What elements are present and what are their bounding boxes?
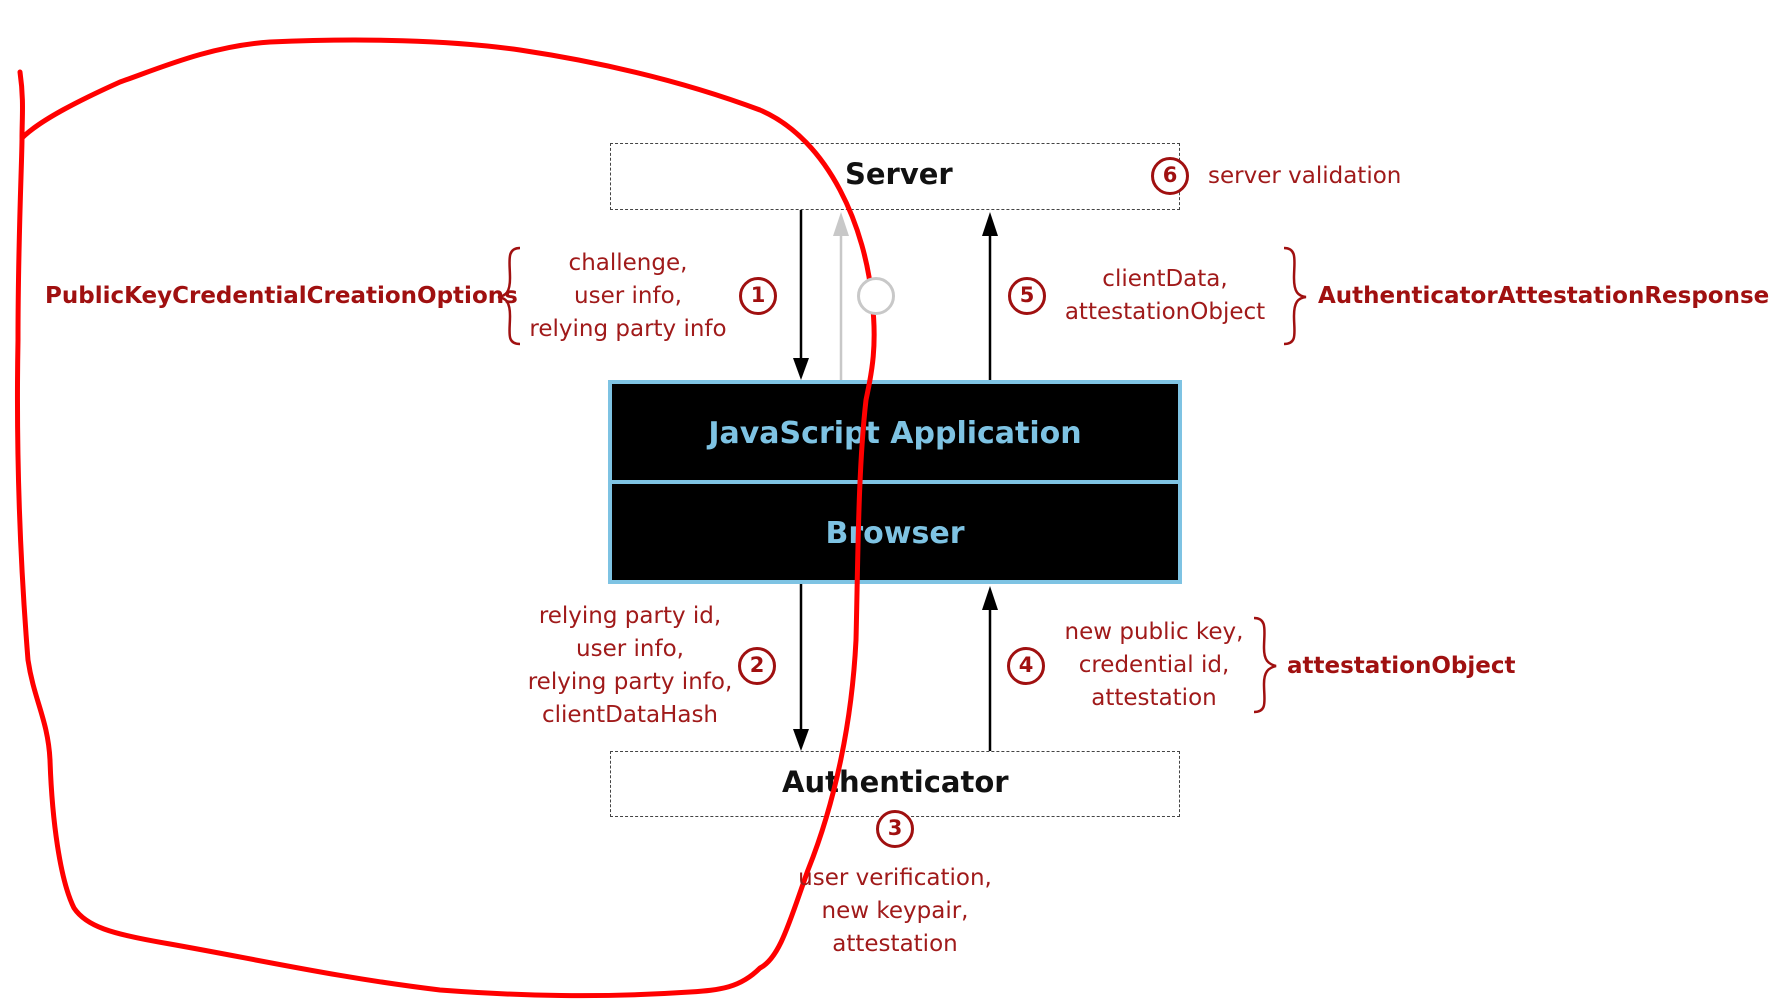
step-5-line-1: clientData, [1102,266,1228,292]
server-title: Server [845,157,953,191]
authenticator-title: Authenticator [782,765,1009,799]
step-2-line-2: user info, [576,636,684,662]
step-3-label: user verification, new keypair, attestat… [780,862,1010,961]
step-1-circle: 1 [739,277,777,315]
brace-attestation-response [1283,246,1307,346]
step-2-circle: 2 [738,647,776,685]
javascript-application-title: JavaScript Application [708,416,1082,451]
step-4-line-3: attestation [1091,685,1217,711]
browser-title: Browser [825,516,965,551]
arrowhead-step-1 [793,358,809,380]
javascript-application-box: JavaScript Application [608,380,1182,484]
attestation-object-label: attestationObject [1287,653,1516,679]
step-4-circle: 4 [1007,647,1045,685]
ghost-step-circle [857,277,895,315]
arrowhead-step-4 [982,586,998,610]
step-2-line-3: relying party info, [527,669,733,695]
step-1-line-1: challenge, [568,250,688,276]
step-5-label: clientData, attestationObject [1060,263,1270,329]
arrowhead-ghost [833,212,849,236]
step-1-line-2: user info, [574,283,682,309]
step-4-line-2: credential id, [1078,652,1230,678]
step-3-line-2: new keypair, [821,898,969,924]
step-2-line-1: relying party id, [538,603,722,629]
arrowhead-step-2 [793,729,809,751]
arrowhead-step-5 [982,212,998,236]
step-4-label: new public key, credential id, attestati… [1054,616,1254,715]
attestation-response-label: AuthenticatorAttestationResponse [1318,283,1770,309]
step-1-line-3: relying party info [529,316,727,342]
server-box [610,143,1180,210]
annotation-loop [14,37,877,999]
brace-creation-options [497,246,521,346]
step-6-circle: 6 [1151,157,1189,195]
step-3-circle: 3 [876,810,914,848]
creation-options-label: PublicKeyCredentialCreationOptions [45,283,518,309]
browser-box: Browser [608,480,1182,584]
step-3-line-3: attestation [832,931,958,957]
step-1-label: challenge, user info, relying party info [528,247,728,346]
step-6-label: server validation [1208,163,1402,189]
step-3-line-1: user verification, [798,865,992,891]
step-5-line-2: attestationObject [1064,299,1266,325]
step-2-label: relying party id, user info, relying par… [520,600,740,732]
step-5-circle: 5 [1008,277,1046,315]
step-2-line-4: clientDataHash [541,702,719,728]
brace-attestation-object [1253,616,1277,714]
step-4-line-1: new public key, [1064,619,1244,645]
